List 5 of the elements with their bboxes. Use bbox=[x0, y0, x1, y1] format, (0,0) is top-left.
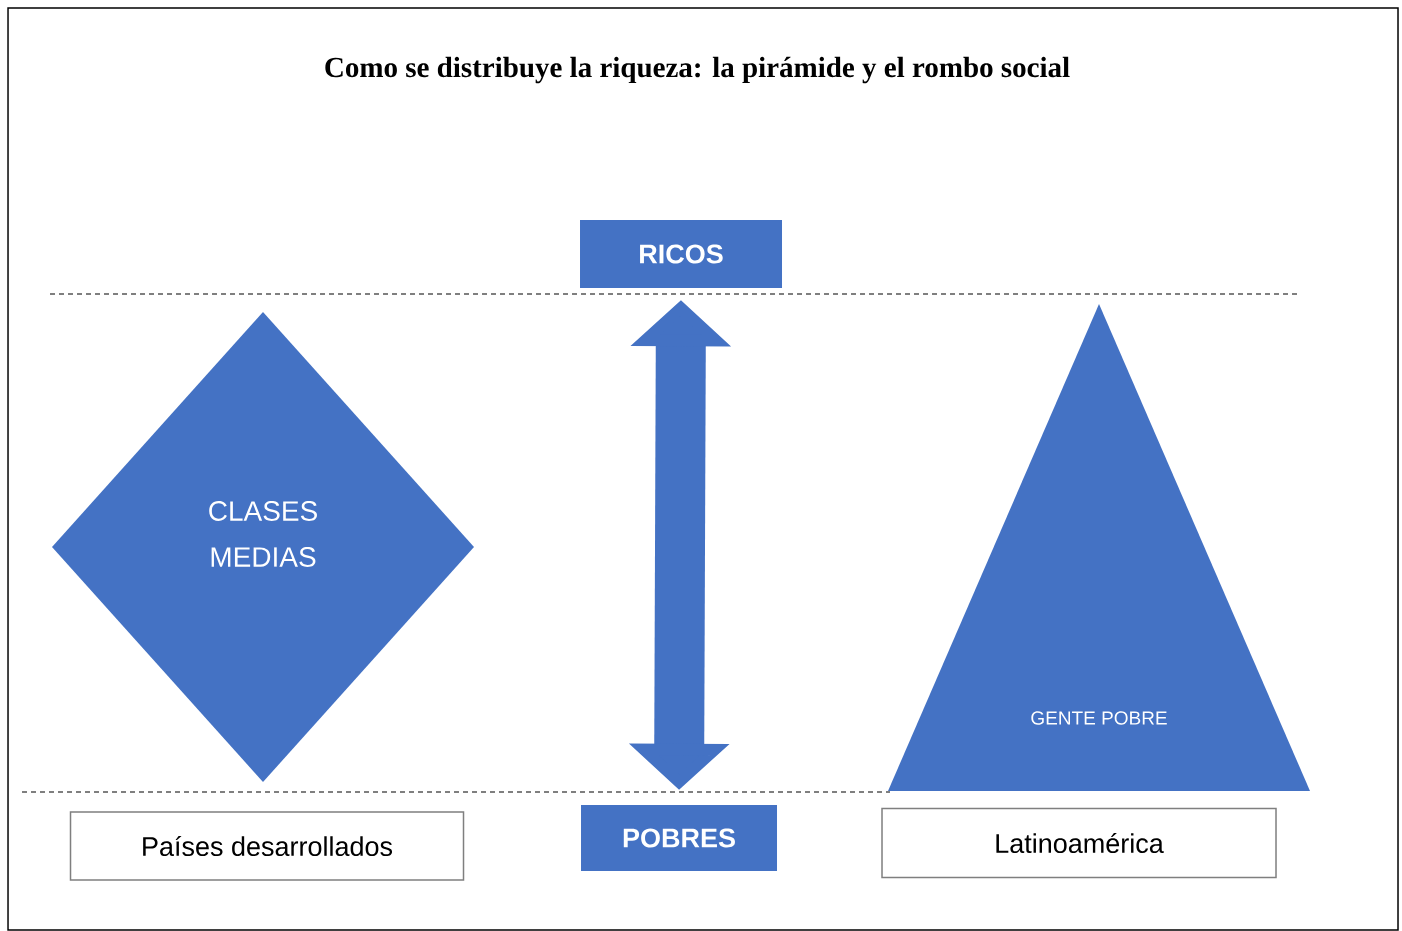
label-box: Latinoamérica bbox=[881, 807, 1277, 879]
label-box: Países desarrollados bbox=[69, 811, 465, 881]
label-box: POBRES bbox=[581, 805, 777, 871]
label-box: RICOS bbox=[580, 220, 782, 288]
title: Como se distribuye la riqueza: la pirámide y el rombo social bbox=[325, 56, 1070, 84]
